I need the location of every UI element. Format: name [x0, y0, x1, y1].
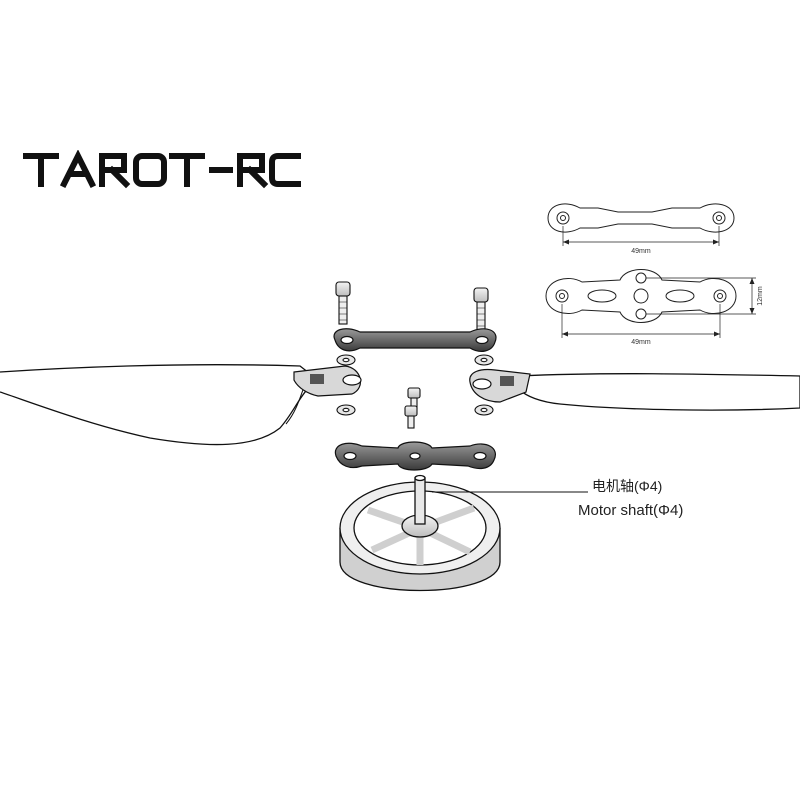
top-right-screw — [473, 287, 489, 331]
washer-lower-right — [474, 404, 494, 416]
bottom-plate-height-label: 12mm — [757, 286, 764, 306]
bottom-clamp-plate — [334, 441, 496, 471]
washer-upper-right — [474, 354, 494, 366]
washer-upper-left — [336, 354, 356, 366]
washer-lower-left — [336, 404, 356, 416]
motor-shaft-label-cn: 电机轴(Φ4) — [592, 478, 663, 494]
top-plate-dimension-label: 49mm — [631, 248, 651, 255]
top-clamp-plate — [333, 328, 497, 352]
top-left-screw — [335, 281, 351, 325]
center-screw-lower — [404, 405, 418, 429]
right-propeller-blade — [519, 373, 800, 411]
center-screw-upper — [407, 387, 421, 409]
tarot-rc-logo — [23, 150, 301, 189]
bottom-plate-dimension-label: 49mm — [631, 339, 651, 346]
left-blade-root — [293, 365, 362, 397]
motor — [339, 474, 501, 592]
dimension-drawing-bottom-plate — [545, 269, 756, 338]
right-blade-root — [469, 368, 531, 403]
motor-shaft-label-en: Motor shaft(Φ4) — [578, 502, 684, 519]
dimension-drawing-top-plate — [547, 203, 735, 246]
left-propeller-blade — [0, 364, 320, 446]
